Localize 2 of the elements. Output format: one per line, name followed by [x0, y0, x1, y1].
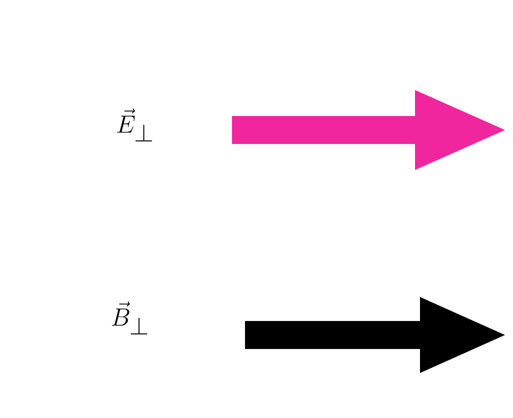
formula: $\vec{E}_\perp$: [117, 108, 152, 142]
formula: $\vec{B}_\perp$: [112, 302, 148, 334]
